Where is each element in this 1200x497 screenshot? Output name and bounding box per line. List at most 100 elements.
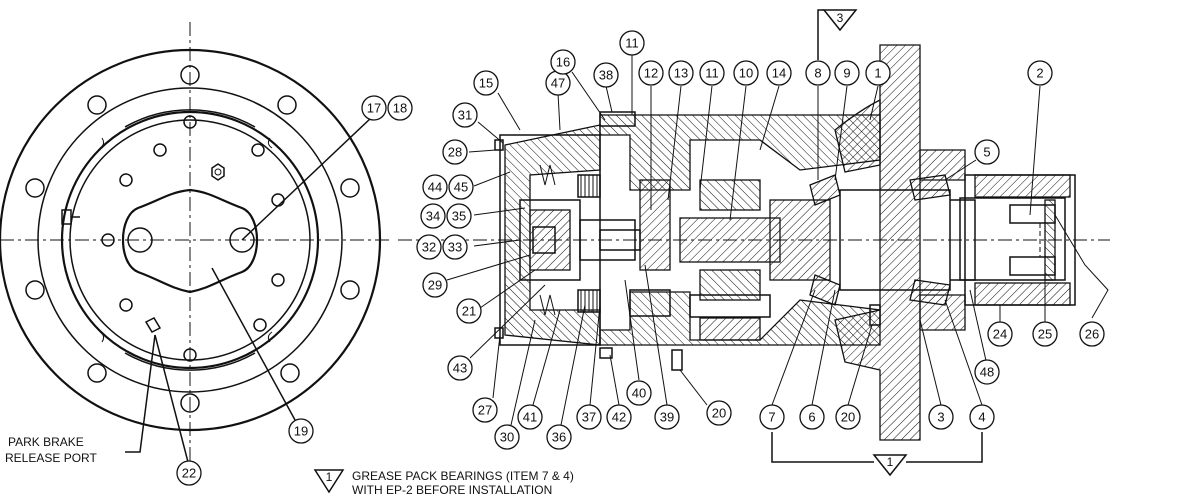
balloon-47: 47 (545, 70, 571, 96)
hub-wall-top (974, 174, 1071, 198)
bearing-4-bottom (909, 279, 951, 306)
balloon-4: 4 (969, 404, 995, 430)
bolt-hole-small (271, 193, 285, 207)
balloon-24: 24 (987, 321, 1013, 347)
bolt-hole-small (153, 143, 167, 157)
fitting-hex (211, 163, 225, 181)
leader-43 (469, 284, 546, 359)
leader-20b (847, 324, 873, 406)
bolt-hole (280, 363, 300, 383)
balloon-18: 18 (387, 95, 413, 121)
balloon-6: 6 (799, 404, 825, 430)
flag-number: 3 (837, 11, 844, 25)
flange-hub-bottom (919, 294, 966, 331)
flag-triangle (872, 454, 908, 477)
svg-text:29: 29 (428, 278, 442, 293)
leader-13 (667, 85, 682, 201)
svg-text:20: 20 (712, 406, 726, 421)
bolt-hole-small (251, 143, 265, 157)
leader-15 (497, 92, 521, 131)
grease-note-line1: GREASE PACK BEARINGS (ITEM 7 & 4) (352, 469, 574, 483)
disc-lines-top (580, 175, 598, 197)
balloon-20-left: 20 (706, 400, 732, 426)
bolt-hole (340, 280, 360, 300)
svg-text:48: 48 (980, 365, 994, 380)
leader-27 (492, 334, 501, 399)
spring-top (539, 164, 556, 186)
flag-triangle (822, 9, 858, 32)
bolt-hole (180, 393, 200, 413)
svg-text:42: 42 (612, 410, 626, 425)
section-view (398, 44, 1110, 441)
bearing-7-bottom (809, 274, 841, 306)
flag-number: 1 (887, 455, 894, 469)
leader-22 (154, 334, 189, 463)
svg-text:35: 35 (452, 209, 466, 224)
bolt-circle-outer (37, 87, 343, 393)
end-cap (1044, 199, 1056, 281)
bolt-hole-small (101, 233, 115, 247)
upper-arc (124, 109, 256, 128)
svg-text:9: 9 (843, 66, 850, 81)
balloon-17: 17 (361, 95, 387, 121)
grease-note: 1 (313, 469, 345, 494)
spring-bottom (539, 294, 556, 316)
fitting-center (214, 168, 222, 176)
svg-text:8: 8 (814, 66, 821, 81)
svg-text:1: 1 (874, 66, 881, 81)
balloon-38: 38 (593, 62, 619, 88)
svg-text:4: 4 (978, 410, 985, 425)
break-marks (99, 137, 273, 343)
hub-wall-bottom (974, 282, 1071, 306)
leader-7 (771, 289, 816, 406)
bolt-hole (340, 178, 360, 198)
svg-text:37: 37 (582, 410, 596, 425)
bearing-4-top (909, 174, 951, 201)
svg-text:6: 6 (808, 410, 815, 425)
svg-text:11: 11 (625, 36, 639, 51)
bolt-hole-small (183, 115, 197, 129)
balloon-30: 30 (494, 424, 520, 450)
inner-bolt-holes (101, 115, 285, 362)
svg-text:39: 39 (660, 410, 674, 425)
bolt-hole-small (253, 318, 267, 332)
input-coupling (579, 219, 636, 261)
leader-30 (510, 319, 536, 426)
balloon-28: 28 (442, 139, 468, 165)
leader-32-33 (473, 239, 521, 247)
leader-37 (589, 304, 601, 406)
svg-text:20: 20 (841, 410, 855, 425)
svg-text:25: 25 (1038, 327, 1052, 342)
balloon-9: 9 (834, 60, 860, 86)
balloon-39: 39 (654, 404, 680, 430)
leader-41 (532, 309, 561, 406)
leader-17 (241, 116, 373, 241)
svg-text:45: 45 (454, 180, 468, 195)
brake-bore (532, 226, 556, 254)
balloon-7: 7 (759, 404, 785, 430)
balloon-48: 48 (974, 359, 1000, 385)
mount-hole-right (229, 227, 255, 253)
leaders (446, 54, 1109, 426)
balloon-15: 15 (473, 70, 499, 96)
balloon-34: 34 (420, 203, 446, 229)
shaft-spline (959, 197, 1066, 281)
svg-text:3: 3 (937, 410, 944, 425)
input-gear (639, 179, 671, 271)
bolt-hole-small (183, 348, 197, 362)
disc-lines-bottom (580, 290, 598, 312)
balloon-1: 1 (865, 60, 891, 86)
svg-text:15: 15 (479, 76, 493, 91)
bolt-hole-small (119, 298, 133, 312)
bolt-hole (87, 95, 107, 115)
svg-text:14: 14 (772, 66, 786, 81)
brake-port-fitting (144, 317, 162, 333)
planet-pin (689, 294, 771, 318)
plug-20a (671, 349, 683, 371)
svg-text:47: 47 (551, 76, 565, 91)
svg-text:7: 7 (768, 410, 775, 425)
plug-20b (869, 304, 881, 326)
bearing-7-top (809, 174, 841, 206)
flag-note-bottom: 1 (771, 432, 983, 477)
